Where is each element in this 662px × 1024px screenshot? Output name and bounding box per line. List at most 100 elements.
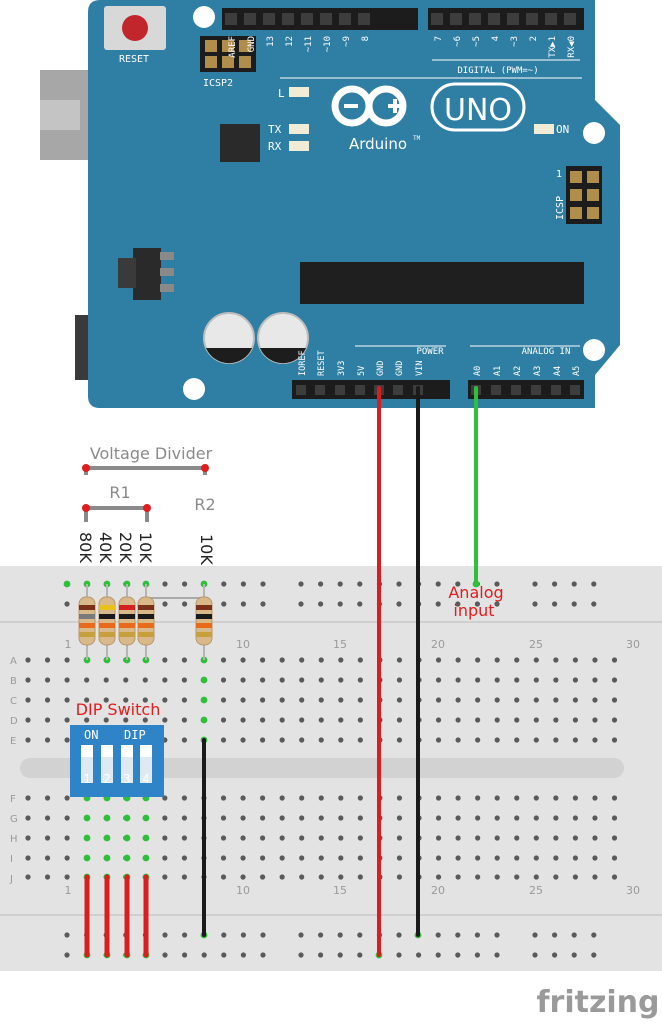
- breadboard-hole: [475, 717, 481, 723]
- rail-hole: [240, 581, 246, 587]
- breadboard-hole: [181, 657, 187, 663]
- breadboard-hole: [611, 815, 618, 821]
- breadboard-hole: [279, 855, 285, 861]
- connected-hole: [123, 814, 131, 822]
- breadboard-hole: [435, 697, 442, 703]
- rail-hole: [298, 581, 304, 587]
- digital-pin-label: ~3: [510, 36, 520, 47]
- uno-label: UNO: [444, 93, 512, 128]
- breadboard-hole: [44, 795, 51, 801]
- header-pin: [570, 385, 580, 395]
- r2-value-label: 10K: [197, 534, 216, 565]
- breadboard-hole: [572, 835, 579, 841]
- breadboard-hole: [494, 874, 500, 880]
- breadboard-hole: [64, 874, 70, 880]
- analog-pin-label: A2: [513, 366, 523, 376]
- breadboard-hole: [514, 815, 520, 821]
- breadboard-hole: [299, 717, 305, 723]
- analog-pin-label: A4: [553, 366, 563, 376]
- breadboard-hole: [64, 795, 70, 801]
- rail-hole: [435, 581, 441, 587]
- breadboard-hole: [357, 874, 363, 880]
- resistors: [78, 584, 213, 660]
- power-label: POWER: [416, 347, 444, 357]
- breadboard-hole: [592, 815, 598, 821]
- breadboard-hole: [220, 657, 227, 663]
- breadboard-hole: [103, 717, 109, 723]
- breadboard-hole: [162, 855, 168, 861]
- rail-hole: [532, 932, 538, 938]
- rail-hole: [455, 952, 461, 958]
- connected-hole: [200, 676, 208, 684]
- breadboard-hole: [279, 815, 285, 821]
- breadboard-hole: [494, 795, 500, 801]
- row-label: B: [10, 676, 17, 687]
- breadboard-hole: [494, 717, 500, 723]
- led-l-label: L: [278, 87, 285, 100]
- breadboard-hole: [25, 657, 31, 663]
- breadboard-hole: [318, 677, 324, 683]
- dip-label: DIP: [124, 728, 146, 742]
- breadboard-hole: [25, 815, 31, 821]
- r2-label: R2: [194, 495, 215, 514]
- row-label: J: [9, 874, 13, 885]
- digital-pin-label: ~11: [304, 36, 314, 52]
- breadboard-hole: [44, 815, 51, 821]
- header-pin: [431, 13, 443, 25]
- digital-pin-label: RX◀0: [567, 36, 577, 58]
- breadboard-hole: [299, 815, 305, 821]
- breadboard-hole: [396, 737, 403, 743]
- breadboard-hole: [299, 697, 305, 703]
- breadboard-hole: [611, 737, 618, 743]
- digital-pin-label: 13: [266, 36, 276, 47]
- rail-hole: [221, 952, 227, 958]
- breadboard-hole: [338, 717, 344, 723]
- breadboard-hole: [357, 855, 363, 861]
- resistor: [98, 584, 116, 660]
- rail-hole: [571, 932, 577, 938]
- breadboard-hole: [220, 855, 227, 861]
- rail-hole: [201, 952, 207, 958]
- breadboard-hole: [553, 737, 559, 743]
- breadboard-hole: [396, 697, 403, 703]
- breadboard-hole: [338, 874, 344, 880]
- resistor: [195, 584, 213, 660]
- rail-hole: [474, 601, 480, 607]
- breadboard-hole: [592, 835, 598, 841]
- usb-chip: [220, 124, 260, 162]
- analog-input-label-1: Analog: [448, 583, 503, 602]
- capacitor: [203, 312, 255, 364]
- rail-hole: [64, 601, 70, 607]
- rail-hole: [337, 581, 343, 587]
- column-number: 30: [626, 884, 640, 897]
- breadboard-hole: [279, 737, 285, 743]
- icsp-pin1-label: 1: [556, 169, 562, 180]
- resistor-value-label: 40K: [96, 532, 115, 563]
- breadboard-hole: [572, 874, 579, 880]
- tx-label: TX: [268, 123, 282, 136]
- rail-hole: [591, 952, 597, 958]
- row-label: A: [10, 656, 17, 667]
- rail-hole: [240, 952, 246, 958]
- row-label: D: [10, 716, 18, 727]
- icsp2-label: ICSP2: [203, 78, 233, 89]
- rail-hole: [221, 581, 227, 587]
- breadboard-hole: [181, 737, 187, 743]
- digital-label: DIGITAL (PWM=~): [457, 66, 538, 76]
- breadboard-hole: [514, 657, 520, 663]
- rail-hole: [591, 601, 597, 607]
- breadboard-hole: [123, 677, 129, 683]
- breadboard-hole: [25, 737, 31, 743]
- breadboard-hole: [435, 657, 442, 663]
- digital-pin-label: ~5: [472, 36, 482, 47]
- header-pin: [301, 13, 313, 25]
- rail-hole: [64, 952, 70, 958]
- breadboard-hole: [142, 677, 148, 683]
- header-pin: [225, 13, 237, 25]
- row-label: C: [10, 696, 17, 707]
- dip-number: 2: [103, 772, 110, 786]
- rail-hole: [455, 581, 461, 587]
- connected-hole: [123, 854, 131, 862]
- breadboard-hole: [553, 717, 559, 723]
- header-pin: [469, 13, 481, 25]
